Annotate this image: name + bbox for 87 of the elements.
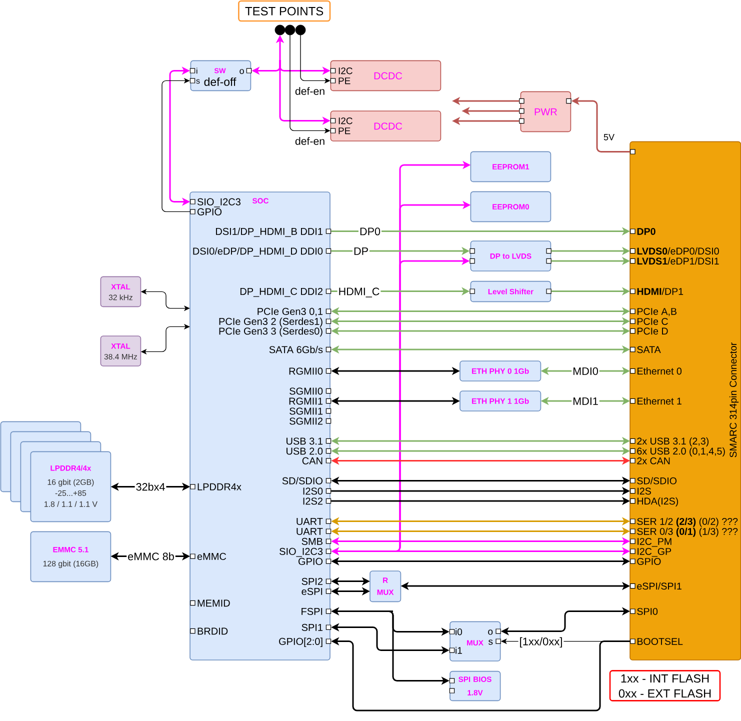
- port-label: I2S0: [303, 488, 323, 495]
- port-label: PCIe C: [638, 318, 668, 325]
- edge-label: def-en: [294, 136, 326, 146]
- edge-label: 5V: [602, 133, 616, 142]
- edge-label: def-en: [294, 86, 326, 96]
- port-label: SATA 6Gb/s: [269, 346, 323, 354]
- port-label: RGMII1: [289, 398, 323, 405]
- note-box: 1xx - INT FLASH 0xx - EXT FLASH: [609, 670, 721, 702]
- port-label: I2C_PM: [638, 538, 672, 547]
- port-label: I2C: [338, 67, 352, 74]
- arrow: [162, 78, 190, 212]
- edge-label: MDI0: [572, 366, 600, 376]
- edge-label: HDMI_C: [337, 286, 381, 298]
- port-label: SATA: [637, 346, 661, 354]
- port-label: i0: [456, 628, 462, 636]
- port-label: LVDS1/eDP1/DSI1: [637, 257, 719, 265]
- port-label: PCIe Gen3 2 (Serdes1): [219, 318, 322, 327]
- port-label: DP_HDMI_C DDI2: [240, 288, 322, 297]
- port-label: Ethernet 0: [638, 367, 682, 375]
- port-label: PCIe Gen3 0,1: [258, 308, 323, 316]
- edge-label: DP0: [358, 226, 382, 236]
- port-label: eMMC: [197, 552, 226, 560]
- port-label: PE: [338, 128, 350, 134]
- port-label: SMB: [302, 538, 322, 545]
- port-label: DP0: [637, 228, 656, 235]
- port-label: UART: [296, 518, 323, 525]
- edge-label: [1xx/0xx]: [518, 636, 564, 649]
- port-label: o: [240, 69, 244, 74]
- port-label: HDMI/DP1: [637, 288, 684, 295]
- port-label: SPI2: [302, 578, 322, 585]
- port-label: UART: [296, 528, 323, 535]
- port-label: o: [488, 630, 493, 635]
- port-label: CAN: [302, 457, 322, 464]
- port-label: SD/SDIO: [282, 477, 323, 484]
- port-label: LVDS0/eDP0/DSI0: [637, 247, 719, 255]
- port-label: SER 1/2 (2/3) (0/2) ???: [637, 518, 738, 527]
- edge-label: MDI1: [572, 396, 600, 406]
- port-label: eSPI/SPI1: [637, 582, 682, 590]
- port-label: GPIO: [637, 558, 661, 565]
- port-label: RGMII0: [289, 368, 323, 375]
- port-label: DSI1/DP_HDMI_B DDI1: [216, 228, 322, 237]
- component-box: PWR: [520, 91, 572, 132]
- edge-label: 32bx4: [134, 482, 166, 492]
- port-label: PCIe D: [638, 328, 668, 335]
- port-label: GPIO[2:0]: [279, 638, 322, 647]
- edge-label: eMMC 8b: [126, 551, 176, 562]
- dot: [274, 24, 286, 36]
- port-label: I2S: [638, 488, 651, 495]
- port-label: SPI0: [637, 608, 658, 615]
- port-label: USB 2.0: [286, 448, 323, 455]
- label-box: TEST POINTS: [238, 0, 331, 22]
- port-label: I2C_GP: [638, 548, 672, 557]
- port-label: SER 0/3 (0/1) (1/3) ???: [637, 528, 738, 537]
- port-label: SIO_I2C3: [280, 548, 323, 557]
- port-label: 6x USB 2.0 (0,1,4,5): [637, 447, 725, 457]
- port-label: PCIe Gen3 3 (Serdes0): [219, 327, 322, 337]
- port-label: SGMII0: [290, 388, 323, 395]
- port-label: 2x USB 3.1 (2,3): [637, 437, 709, 447]
- port-label: HDA(I2S): [638, 497, 678, 507]
- port-label: I2S2: [303, 498, 322, 505]
- port-label: LPDDR4x: [198, 483, 242, 490]
- port-label: FSPI: [302, 608, 322, 615]
- port-label: BOOTSEL: [638, 638, 683, 645]
- port-label: SPI1: [302, 624, 323, 631]
- port-label: SGMII1: [290, 408, 323, 415]
- port-label: GPIO: [298, 558, 323, 565]
- port-label: USB 3.1: [286, 438, 323, 445]
- dot: [284, 24, 296, 36]
- port-label: s: [488, 640, 493, 645]
- port-label: s: [196, 79, 200, 84]
- dot: [295, 24, 306, 36]
- port-label: i: [196, 68, 198, 74]
- port-label: SIO_I2C3: [197, 198, 240, 208]
- port-label: eSPI: [302, 588, 322, 595]
- port-label: i1: [456, 646, 462, 654]
- port-label: MEMID: [198, 600, 230, 607]
- port-label: PE: [338, 78, 350, 84]
- port-label: DSI0/eDP/DP_HDMI_D DDI0: [193, 247, 323, 257]
- port-label: Ethernet 1: [638, 397, 682, 405]
- port-label: GPIO: [198, 208, 222, 216]
- edge-label: DP: [352, 246, 370, 256]
- port-label: SGMII2: [290, 418, 323, 425]
- port-label: BRDID: [198, 628, 228, 635]
- port-label: SD/SDIO: [637, 477, 677, 484]
- port-label: PCIe A,B: [638, 308, 676, 316]
- port-label: 2x CAN: [637, 457, 670, 464]
- port-label: I2C: [338, 117, 352, 124]
